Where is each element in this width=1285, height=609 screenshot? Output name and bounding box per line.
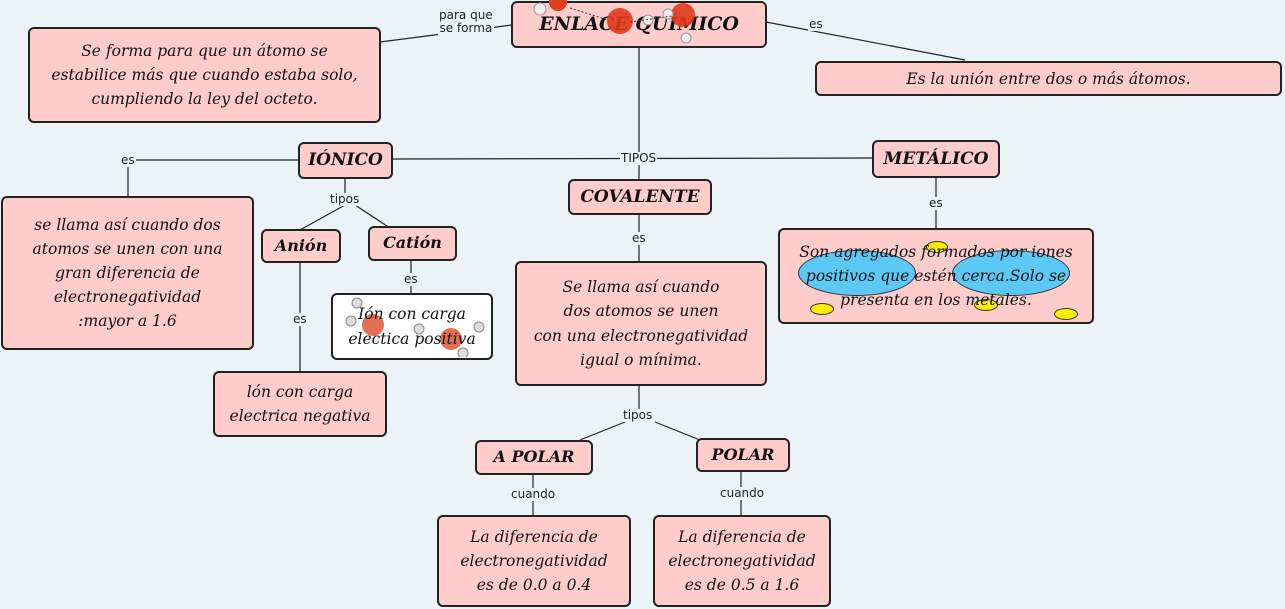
covalente-node[interactable]: COVALENTE: [568, 179, 712, 215]
polar-title: POLAR: [711, 444, 775, 464]
anion-description-node[interactable]: lón con carga electrica negativa: [213, 371, 387, 437]
metalico-description-text: Son agregados formados por iones positiv…: [799, 242, 1073, 309]
oval-icon: [1054, 308, 1078, 320]
electron-cloud-right: [952, 250, 1070, 296]
link-label-cuando-polar: cuando: [719, 486, 766, 500]
cation-node[interactable]: Catión: [368, 226, 457, 261]
apolar-node[interactable]: A POLAR: [475, 440, 593, 475]
polar-description-text: La diferencia de electronegatividad es d…: [668, 527, 816, 594]
anion-description-text: lón con carga electrica negativa: [229, 382, 371, 425]
apolar-title: A POLAR: [493, 447, 575, 467]
definition-text: Es la unión entre dos o más átomos.: [906, 69, 1191, 88]
covalente-title: COVALENTE: [580, 186, 700, 207]
apolar-description-node[interactable]: La diferencia de electronegatividad es d…: [437, 515, 631, 607]
covalente-description-node[interactable]: Se llama así cuando dos atomos se unen c…: [515, 261, 767, 386]
oval-icon: [810, 303, 834, 315]
atom-molecule-icon: [533, 0, 695, 44]
link-label-cuando-apolar: cuando: [510, 487, 557, 501]
oval-icon: [926, 241, 948, 253]
polar-description-node[interactable]: La diferencia de electronegatividad es d…: [653, 515, 831, 607]
metalico-title: METÁLICO: [883, 148, 989, 169]
oval-icon: [974, 299, 998, 311]
purpose-text: Se forma para que un átomo se estabilice…: [51, 41, 358, 108]
electron-cloud-left: [798, 250, 916, 296]
anion-title: Anión: [274, 235, 328, 255]
metalico-node[interactable]: METÁLICO: [872, 140, 1000, 178]
metalico-description-node[interactable]: Son agregados formados por iones positiv…: [778, 228, 1094, 324]
definition-node[interactable]: Es la unión entre dos o más átomos.: [815, 61, 1282, 96]
link-label-es-metalico: es: [928, 196, 944, 210]
link-label-es-anion: es: [292, 312, 308, 326]
cation-title: Catión: [383, 233, 442, 253]
apolar-description-text: La diferencia de electronegatividad es d…: [460, 527, 608, 594]
anion-node[interactable]: Anión: [261, 229, 341, 263]
link-label-tipos: TIPOS: [620, 151, 658, 165]
ionico-description-text: se llama así cuando dos atomos se unen c…: [32, 215, 223, 331]
link-label-es-definition: es: [808, 17, 824, 31]
link-label-tipos-covalente: tipos: [622, 408, 654, 422]
covalente-description-text: Se llama así cuando dos atomos se unen c…: [533, 278, 749, 369]
link-label-tipos-ionico: tipos: [329, 192, 361, 206]
ionico-title: IÓNICO: [308, 150, 383, 171]
cation-description-node[interactable]: Ión con carga electica positiva: [331, 293, 493, 360]
link-label-es-cation: es: [403, 272, 419, 286]
link-label-es-covalente: es: [631, 231, 647, 245]
link-label-para-que: para que se forma: [438, 8, 494, 35]
ionico-node[interactable]: IÓNICO: [298, 142, 393, 179]
link-label-es-ionico: es: [120, 153, 136, 167]
purpose-node[interactable]: Se forma para que un átomo se estabilice…: [28, 27, 381, 123]
ionico-description-node[interactable]: se llama así cuando dos atomos se unen c…: [1, 196, 254, 350]
polar-node[interactable]: POLAR: [696, 438, 790, 472]
molecule-icon: [345, 297, 485, 357]
cation-description-text: Ión con carga electica positiva: [348, 305, 476, 348]
